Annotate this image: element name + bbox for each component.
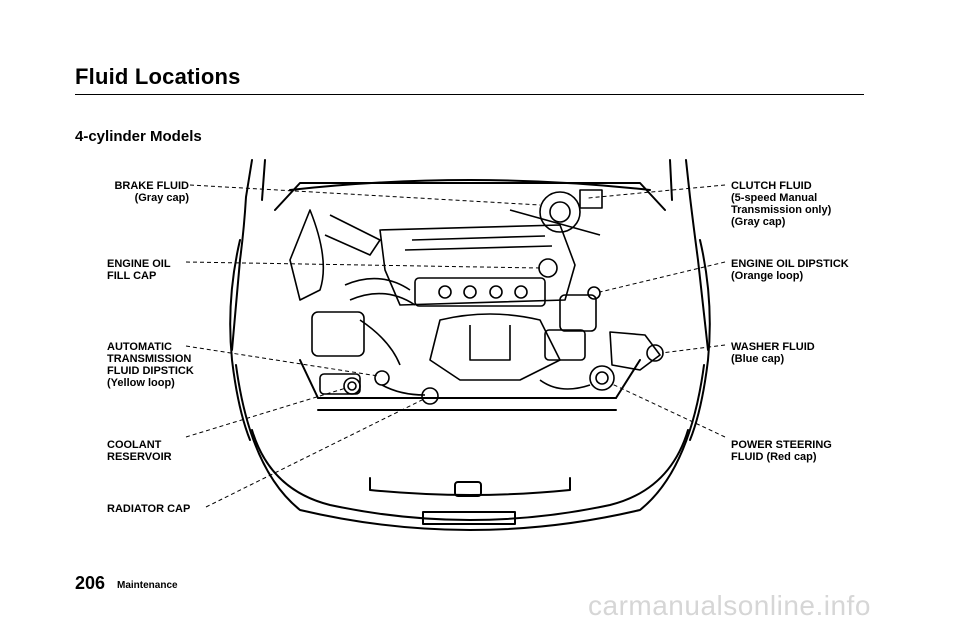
section-name: Maintenance: [117, 580, 178, 591]
page-number: 206: [75, 573, 106, 593]
callout-atf-dipstick: AUTOMATIC TRANSMISSION FLUID DIPSTICK (Y…: [107, 341, 194, 389]
callout-brake-fluid: BRAKE FLUID (Gray cap): [114, 180, 189, 204]
watermark: carmanualsonline.info: [588, 590, 871, 621]
callout-clutch-fluid: CLUTCH FLUID (5-speed Manual Transmissio…: [731, 180, 832, 228]
section-subtitle: 4-cylinder Models: [75, 128, 202, 145]
callout-coolant-reservoir: COOLANT RESERVOIR: [107, 439, 172, 463]
callout-washer-fluid: WASHER FLUID (Blue cap): [731, 341, 815, 365]
callout-engine-oil-dipstick: ENGINE OIL DIPSTICK (Orange loop): [731, 258, 849, 282]
callout-radiator-cap: RADIATOR CAP: [107, 503, 191, 515]
title-rule: [75, 94, 864, 95]
page-title: Fluid Locations: [75, 64, 241, 89]
callout-power-steering-fluid: POWER STEERING FLUID (Red cap): [731, 439, 832, 463]
callout-engine-oil-fill-cap: ENGINE OIL FILL CAP: [107, 258, 171, 282]
